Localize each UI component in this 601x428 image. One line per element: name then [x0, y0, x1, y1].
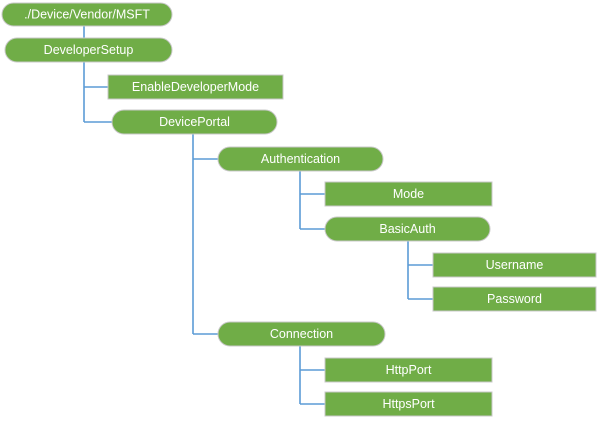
node-shape-password[interactable]	[432, 286, 597, 312]
node-httpport[interactable]: HttpPort	[324, 357, 493, 383]
node-shape-basicauth[interactable]	[324, 216, 491, 242]
node-developersetup[interactable]: DeveloperSetup	[4, 37, 173, 63]
node-connection[interactable]: Connection	[217, 321, 386, 347]
node-shape-mode[interactable]	[324, 181, 493, 207]
node-shape-root[interactable]	[1, 2, 173, 27]
node-shape-deviceportal[interactable]	[111, 109, 278, 135]
connector-layer	[83, 26, 433, 405]
node-password[interactable]: Password	[432, 286, 597, 312]
node-httpsport[interactable]: HttpsPort	[324, 391, 493, 417]
node-layer: ./Device/Vendor/MSFT DeveloperSetupEnable…	[1, 2, 597, 417]
node-shape-enabledevelopermode[interactable]	[107, 74, 284, 100]
node-enabledevelopermode[interactable]: EnableDeveloperMode	[107, 74, 284, 100]
node-shape-username[interactable]	[432, 252, 597, 278]
node-deviceportal[interactable]: DevicePortal	[111, 109, 278, 135]
node-shape-connection[interactable]	[217, 321, 386, 347]
node-root[interactable]: ./Device/Vendor/MSFT	[1, 2, 173, 27]
node-shape-developersetup[interactable]	[4, 37, 173, 63]
node-shape-httpport[interactable]	[324, 357, 493, 383]
node-basicauth[interactable]: BasicAuth	[324, 216, 491, 242]
node-shape-httpsport[interactable]	[324, 391, 493, 417]
node-authentication[interactable]: Authentication	[217, 146, 384, 172]
node-shape-authentication[interactable]	[217, 146, 384, 172]
node-mode[interactable]: Mode	[324, 181, 493, 207]
node-username[interactable]: Username	[432, 252, 597, 278]
